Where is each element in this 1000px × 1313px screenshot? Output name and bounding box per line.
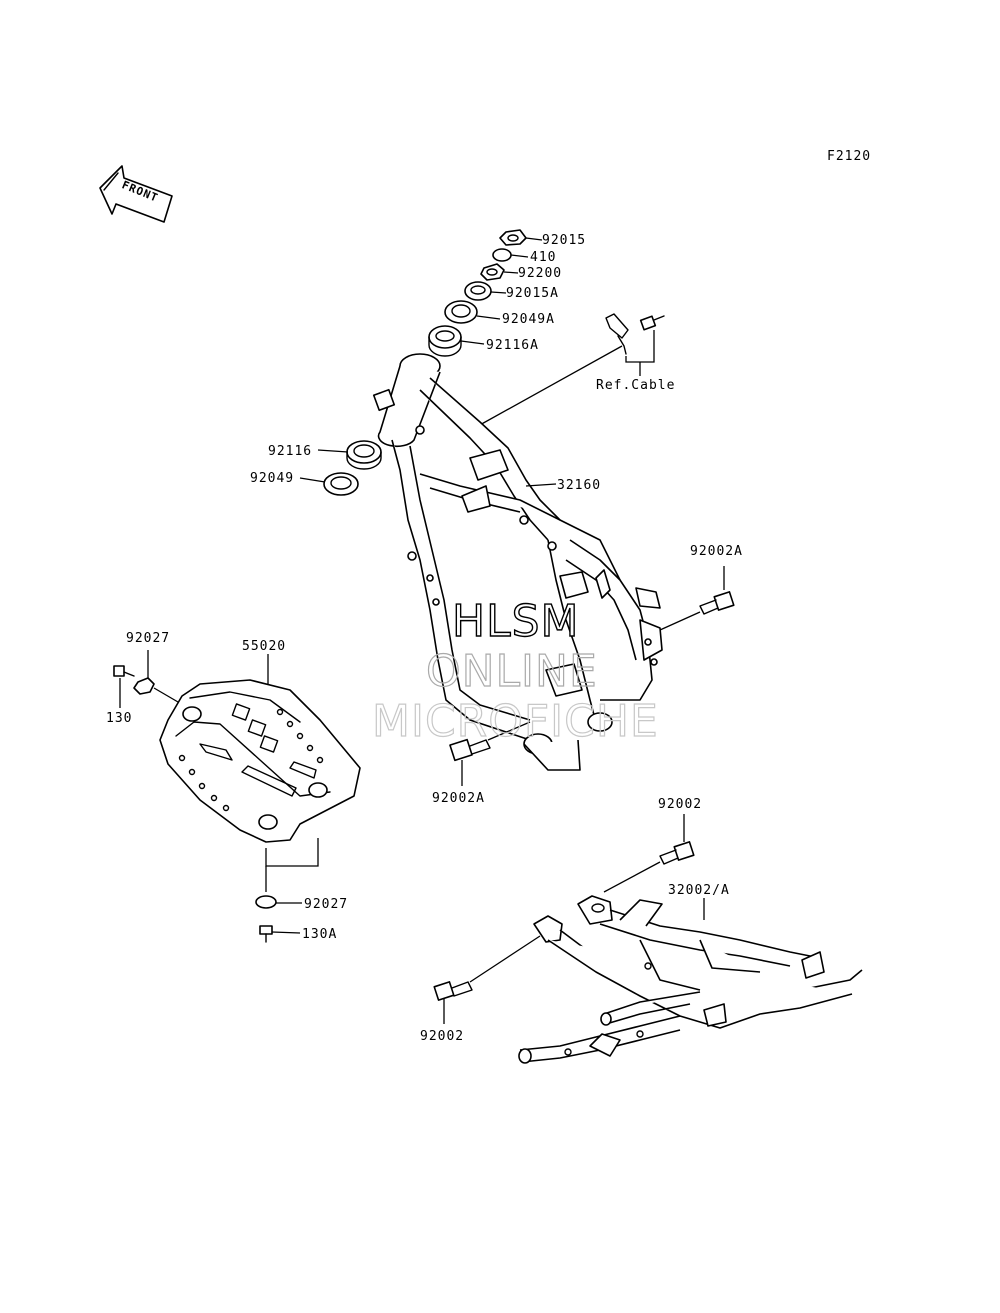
label-92027-bottom: 92027 — [304, 897, 348, 912]
bearing-92116A-icon — [428, 325, 462, 357]
watermark-line-3: MICROFICHE — [372, 696, 659, 747]
diagram-code: F2120 — [827, 149, 871, 164]
label-92002-top: 92002 — [658, 797, 702, 812]
bolt-130-icon — [113, 665, 135, 677]
watermark: HLSM ONLINE MICROFICHE — [371, 595, 659, 747]
bolt-92002A-top-icon — [699, 591, 735, 615]
watermark-line-2: ONLINE — [426, 646, 598, 697]
watermark-line-1: HLSM — [452, 596, 580, 647]
bolt-92002A-bottom-icon — [449, 738, 491, 762]
sub-frame-32002A — [518, 895, 863, 1064]
seal-92049-icon — [323, 472, 359, 496]
bolt-92002-top-icon — [659, 841, 695, 865]
label-55020: 55020 — [242, 639, 286, 654]
label-92015: 92015 — [542, 233, 586, 248]
label-92015A: 92015A — [506, 286, 559, 301]
label-410: 410 — [530, 250, 556, 265]
cable-clip-icon — [605, 313, 629, 355]
nut-92015A-icon — [464, 281, 492, 301]
bolt-92002-bottom-icon — [433, 981, 473, 1001]
label-92116: 92116 — [268, 444, 312, 459]
label-92049A: 92049A — [502, 312, 555, 327]
label-32002A: 32002/A — [668, 883, 730, 898]
skid-plate-55020 — [159, 679, 361, 843]
label-92200: 92200 — [518, 266, 562, 281]
bearing-92116-icon — [346, 440, 382, 470]
washer-410-icon — [492, 248, 512, 262]
seal-92049A-icon — [444, 300, 478, 324]
nut-92200-icon — [480, 263, 505, 281]
label-92049: 92049 — [250, 471, 294, 486]
nut-92015-icon — [499, 229, 527, 246]
cable-bolt-icon — [639, 315, 665, 331]
label-92027-top: 92027 — [126, 631, 170, 646]
main-frame-32160 — [372, 353, 663, 771]
label-92002-bottom: 92002 — [420, 1029, 464, 1044]
label-32160: 32160 — [557, 478, 601, 493]
collar-92027-bottom-icon — [255, 895, 277, 909]
label-92002A-top: 92002A — [690, 544, 743, 559]
label-ref-cable: Ref.Cable — [596, 378, 675, 393]
collar-92027-top-icon — [133, 677, 155, 695]
label-130A: 130A — [302, 927, 337, 942]
bolt-130A-icon — [259, 925, 273, 943]
label-92116A: 92116A — [486, 338, 539, 353]
front-arrow-icon: FRONT — [99, 165, 173, 223]
label-92002A-bottom: 92002A — [432, 791, 485, 806]
label-130: 130 — [106, 711, 132, 726]
